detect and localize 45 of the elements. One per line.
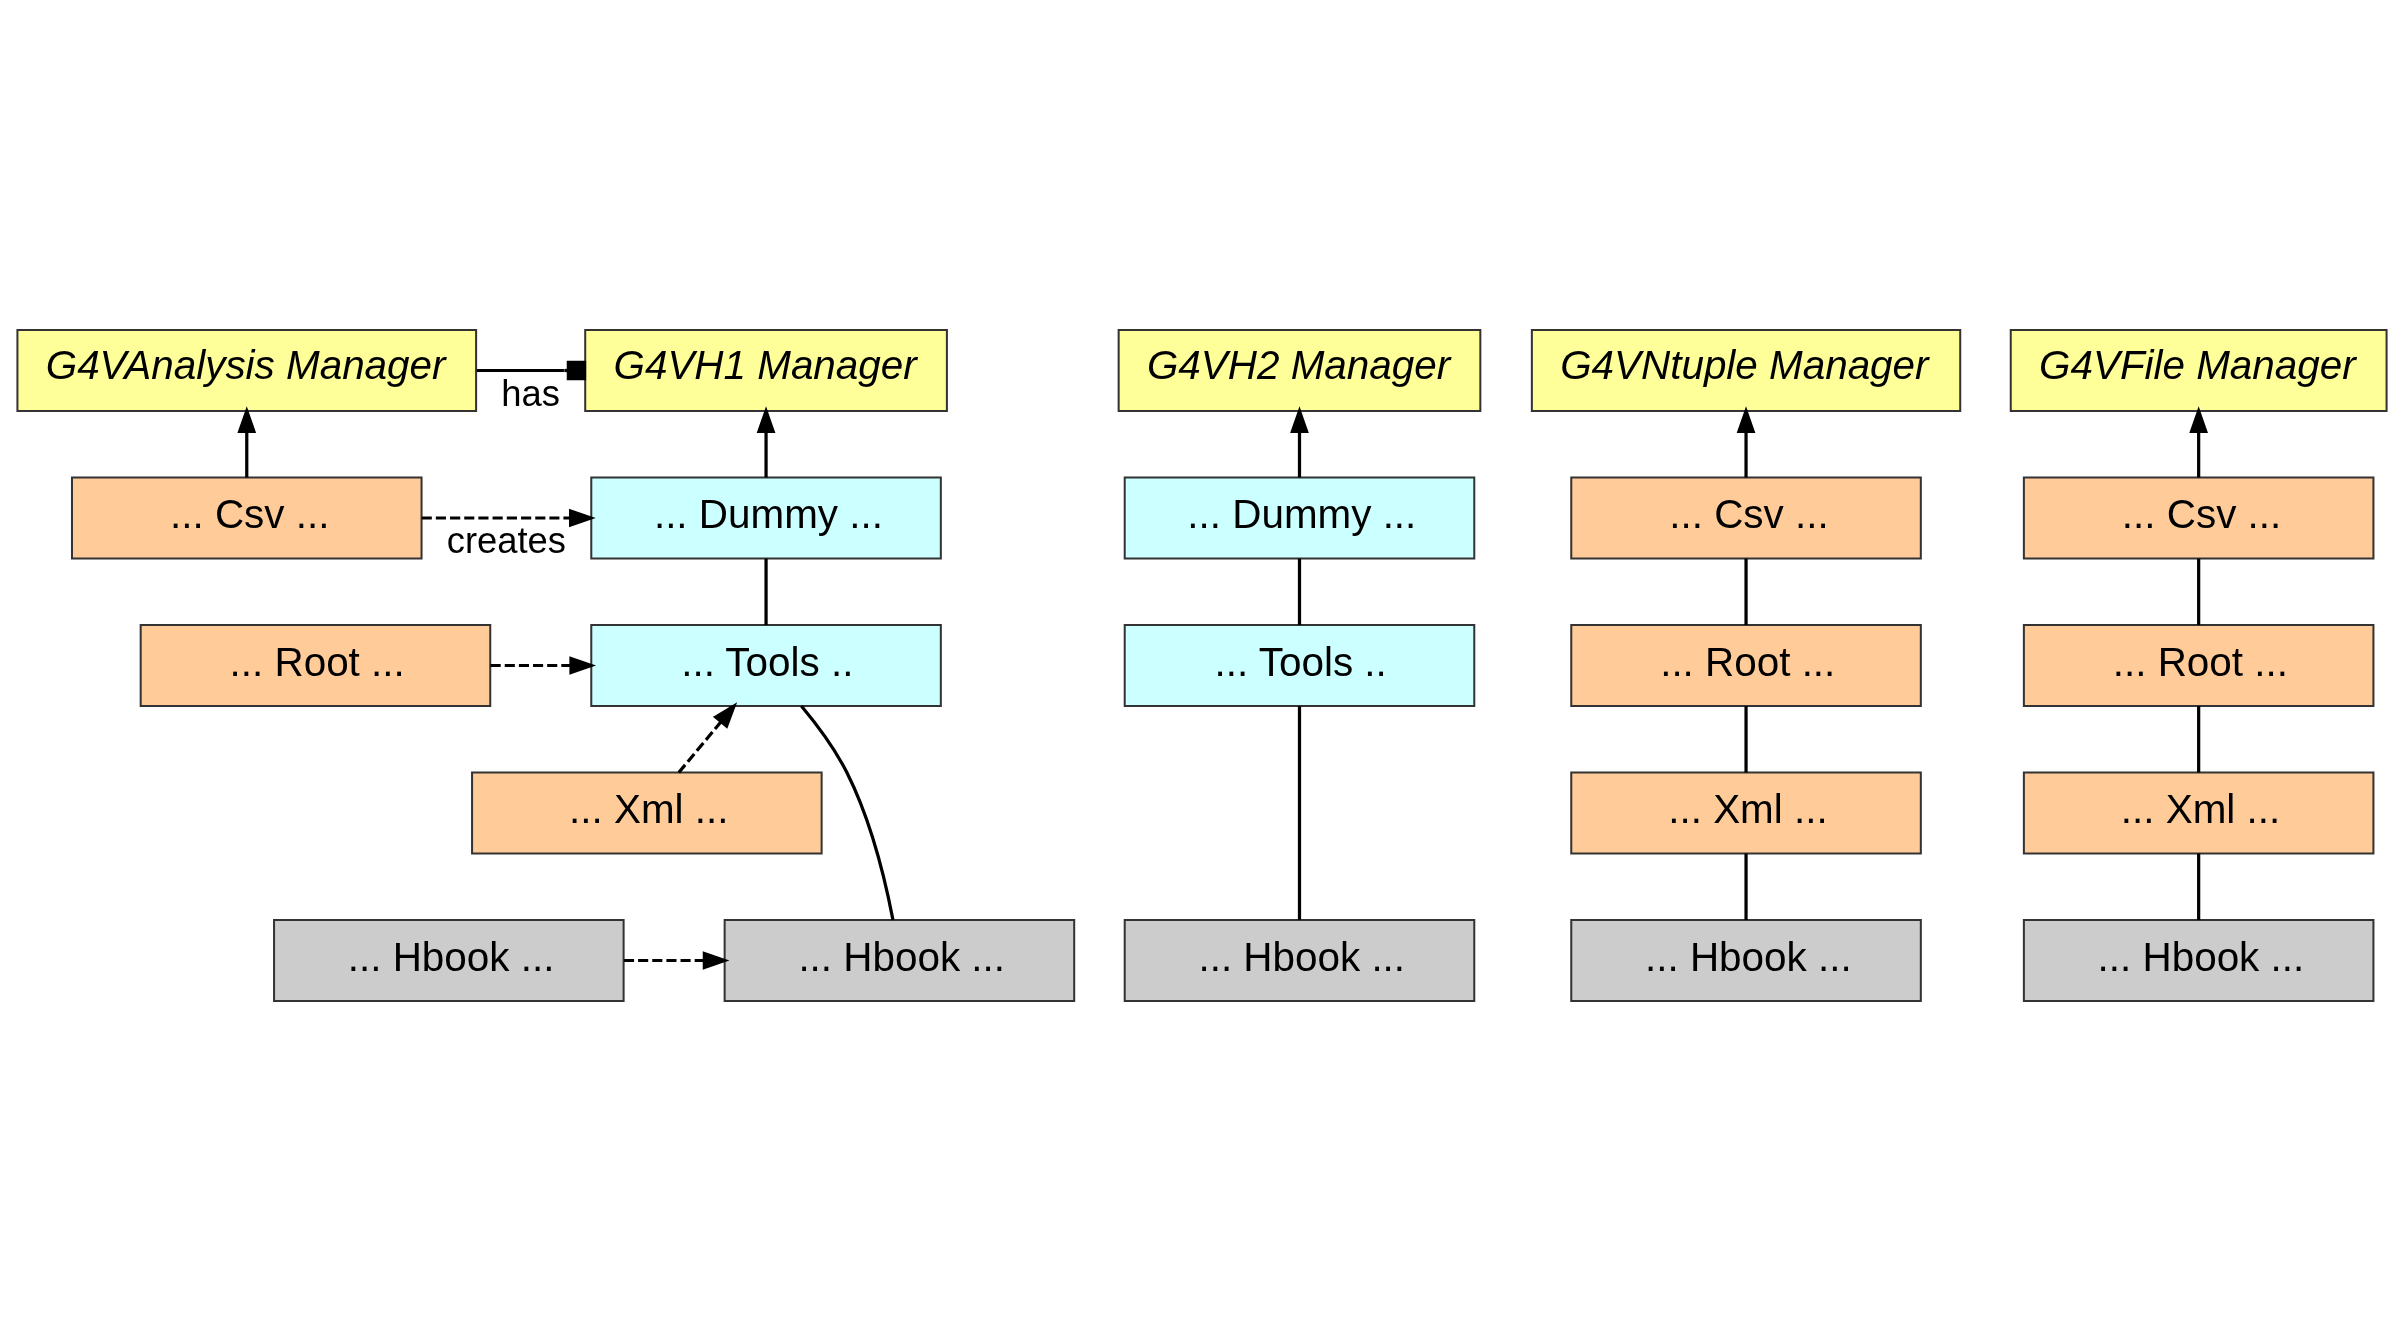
node-box: ... Hbook ... [1570,918,1922,1002]
connector [476,360,587,380]
arrow [1736,405,1756,477]
connector [1744,705,1748,773]
node-box: ... Dummy ... [590,476,942,559]
node-box: ... Tools .. [1123,623,1476,707]
node-box: ... Root ... [139,623,492,707]
edge-label: creates [446,519,567,561]
node-box: ... Csv ... [70,476,423,559]
arrow [237,405,257,477]
node-box: G4VNtuple Manager [1530,328,1962,412]
node-box: ... Hbook ... [1123,918,1476,1002]
connector [1297,705,1302,920]
node-box: ... Tools .. [590,623,942,707]
node-box: ... Hbook ... [273,918,625,1002]
node-box: G4VAnalysis Manager [16,328,478,412]
node-box: ... Csv ... [1570,476,1922,559]
arrow [1290,405,1309,477]
arrow [756,405,776,477]
connector [1744,853,1748,920]
node-box: ... Hbook ... [2022,918,2375,1002]
connector [764,558,768,625]
connector [800,704,895,920]
node-box: ... Xml ... [2022,771,2375,854]
connector [1297,558,1302,625]
arrow [623,950,730,970]
connector [2197,705,2201,773]
node-box: ... Xml ... [1570,771,1922,854]
arrow [2189,405,2208,477]
node-box: ... Root ... [1570,623,1922,707]
arrow [421,508,596,527]
node-box: G4VH1 Manager [584,328,948,412]
arrow [490,655,597,675]
node-box: ... Hbook ... [723,918,1076,1002]
node-box: ... Csv ... [2022,476,2375,559]
node-box: ... Dummy ... [1123,476,1476,559]
node-box: ... Root ... [2022,623,2375,707]
node-box: G4VFile Manager [2009,328,2388,412]
connector [2197,853,2201,920]
edge-label: has [501,372,560,414]
arrow [677,701,738,774]
connector [2197,558,2201,625]
node-box: ... Xml ... [471,771,823,854]
connector [1744,558,1748,625]
node-box: G4VH2 Manager [1117,328,1482,412]
